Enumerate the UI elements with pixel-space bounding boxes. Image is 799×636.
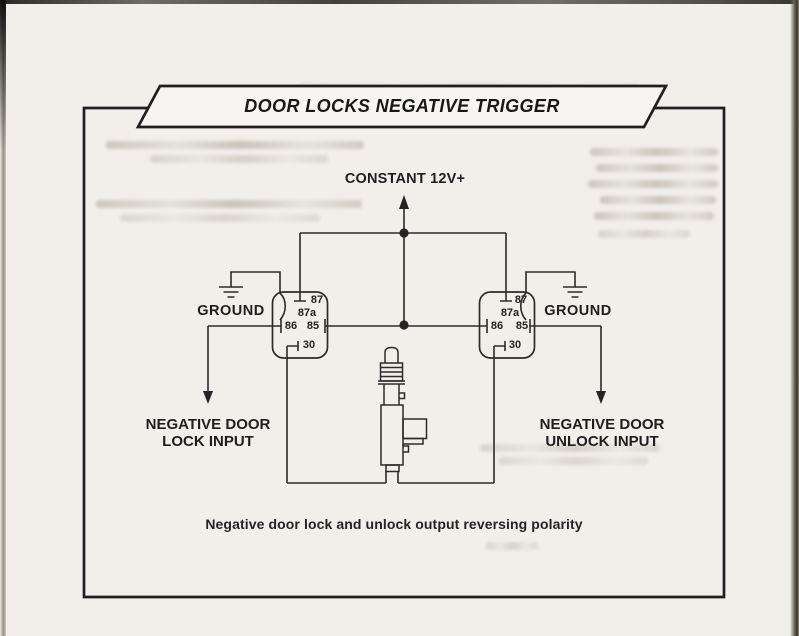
- diagram-border-box: [82, 106, 726, 599]
- lock-input-label: NEGATIVE DOOR LOCK INPUT: [123, 416, 293, 450]
- relay-right-pin-87: 87: [514, 294, 528, 306]
- wire-left-ground: [230, 271, 281, 292]
- actuator-ribs: [379, 362, 404, 382]
- scan-edge-left: [0, 0, 6, 636]
- relay-left-pin-85: 85: [306, 320, 320, 332]
- constant-12v-label: CONSTANT 12V+: [344, 171, 466, 187]
- wire-left-86: [208, 319, 282, 333]
- unlock-input-line1: NEGATIVE DOOR: [539, 416, 665, 433]
- actuator-body: [380, 404, 404, 466]
- actuator-plunger-tip: [384, 346, 399, 363]
- wire-left-87: [294, 233, 306, 302]
- arrow-down-right-icon: [596, 391, 606, 404]
- wire-right-87: [500, 233, 512, 302]
- ground-label-right: GROUND: [544, 303, 612, 319]
- wire-left-30: [286, 341, 387, 484]
- actuator-connector: [402, 418, 428, 440]
- earth-ground-left-icon: [219, 286, 243, 298]
- lock-input-line2: LOCK INPUT: [162, 433, 254, 450]
- scan-edge-right: [790, 0, 799, 636]
- relay-right-armature: [519, 292, 527, 321]
- door-lock-actuator: [378, 346, 428, 473]
- page-title: DOOR LOCKS NEGATIVE TRIGGER: [244, 96, 560, 116]
- actuator-shaft: [383, 384, 400, 405]
- ground-label-left: GROUND: [197, 303, 265, 319]
- actuator-bottom-stub: [385, 464, 400, 473]
- relay-left-armature: [279, 292, 287, 321]
- diagram-caption: Negative door lock and unlock output rev…: [205, 516, 583, 532]
- arrow-up-icon: [399, 195, 409, 209]
- arrow-down-left-icon: [203, 391, 213, 404]
- wire-right-85: [529, 319, 601, 333]
- unlock-input-label: NEGATIVE DOOR UNLOCK INPUT: [517, 416, 687, 450]
- relay-left-pin-86: 86: [284, 320, 298, 332]
- scan-edge-left-shadow: [0, 0, 6, 150]
- relay-right-pin-86: 86: [490, 320, 504, 332]
- junction-dot-top: [399, 228, 409, 238]
- actuator-connector-step: [403, 437, 424, 445]
- wire-right-ground: [525, 271, 576, 292]
- actuator-tab: [403, 445, 410, 453]
- actuator-shaft-nub: [399, 392, 406, 400]
- junction-dot-middle: [399, 320, 409, 330]
- unlock-input-line2: UNLOCK INPUT: [545, 433, 659, 450]
- relay-right-pin-85: 85: [515, 320, 529, 332]
- relay-left-pin-30: 30: [302, 339, 316, 351]
- earth-ground-right-icon: [563, 286, 587, 298]
- relay-right-pin-87a: 87a: [500, 307, 520, 319]
- scan-edge-top: [0, 0, 799, 4]
- relay-left-pin-87: 87: [310, 294, 324, 306]
- actuator-flange: [378, 380, 405, 385]
- relay-left-body: [271, 291, 329, 359]
- wire-right-30: [397, 341, 506, 484]
- relay-right-pin-30: 30: [508, 339, 522, 351]
- relay-right-body: [478, 291, 536, 359]
- title-banner-shape: [135, 84, 669, 129]
- relay-left-pin-87a: 87a: [297, 307, 317, 319]
- lock-input-line1: NEGATIVE DOOR: [145, 416, 271, 433]
